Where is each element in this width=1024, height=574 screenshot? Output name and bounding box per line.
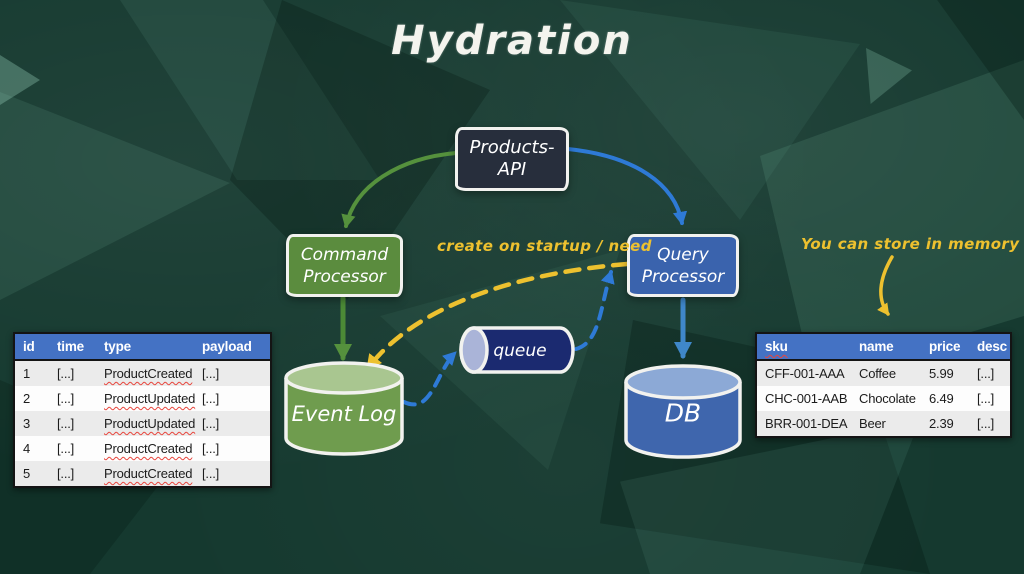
cell-id: 1 [23, 366, 31, 381]
cell-type: ProductCreated [104, 466, 193, 481]
cell-name: Coffee [859, 366, 896, 381]
column-header-type: type [96, 333, 194, 361]
arrow-api-to-command-processor [341, 151, 458, 229]
diagram-title: Hydration [391, 18, 633, 64]
cell-time: [...] [57, 366, 75, 381]
table-row: 4 [...] ProductCreated [...] [14, 436, 271, 461]
cell-id: 3 [23, 416, 31, 431]
db-label: DB [664, 398, 702, 428]
column-header-name: name [851, 333, 921, 361]
cell-price: 2.39 [929, 416, 954, 431]
queue-cylinder-end [459, 326, 489, 374]
cell-type: ProductUpdated [104, 416, 196, 431]
arrow-api-to-query-processor [566, 147, 688, 226]
cell-payload: [...] [202, 366, 220, 381]
column-header-price: price [921, 333, 969, 361]
table-row: 2 [...] ProductUpdated [...] [14, 386, 271, 411]
cell-id: 5 [23, 466, 31, 481]
column-header-desc: desc [969, 333, 1011, 361]
table-header-row: id time type payload [14, 333, 271, 361]
cell-name: Chocolate [859, 391, 916, 406]
cell-desc: [...] [977, 366, 995, 381]
queue-label: queue [493, 341, 547, 361]
node-label: Processor [303, 266, 386, 287]
cell-price: 5.99 [929, 366, 954, 381]
cell-time: [...] [57, 416, 75, 431]
table-row: 3 [...] ProductUpdated [...] [14, 411, 271, 436]
node-command-processor: Command Processor [286, 234, 403, 297]
cell-id: 4 [23, 441, 31, 456]
arrow-query-processor-to-event-log-dashed [365, 261, 630, 371]
node-label: API [497, 159, 527, 180]
cell-price: 6.49 [929, 391, 954, 406]
cell-name: Beer [859, 416, 886, 431]
cell-type: ProductCreated [104, 366, 193, 381]
column-header-time: time [49, 333, 96, 361]
event-log-cylinder-top [284, 361, 404, 395]
cell-payload: [...] [202, 466, 220, 481]
node-label: Products- [469, 137, 555, 158]
cell-payload: [...] [202, 441, 220, 456]
cell-payload: [...] [202, 391, 220, 406]
node-label: Query [657, 244, 709, 265]
cell-time: [...] [57, 466, 75, 481]
column-header-payload: payload [194, 333, 271, 361]
cell-time: [...] [57, 441, 75, 456]
db-cylinder-top [624, 364, 742, 400]
arrow-event-log-to-queue-dashed [402, 351, 457, 407]
product-table: sku name price desc CFF-001-AAA Coffee 5… [755, 332, 1012, 438]
cell-time: [...] [57, 391, 75, 406]
table-row: CHC-001-AAB Chocolate 6.49 [...] [756, 386, 1011, 411]
table-row: 1 [...] ProductCreated [...] [14, 360, 271, 386]
column-header-id: id [14, 333, 49, 361]
event-log-label: Event Log [291, 402, 397, 426]
cell-sku: CFF-001-AAA [765, 366, 845, 381]
arrow-queue-to-query-processor-dashed [574, 269, 615, 351]
annotation-create-on-startup: create on startup / need [437, 237, 652, 255]
event-log-cylinder-body [284, 378, 404, 456]
cell-sku: CHC-001-AAB [765, 391, 848, 406]
table-row: BRR-001-DEA Beer 2.39 [...] [756, 411, 1011, 437]
cell-type: ProductCreated [104, 441, 193, 456]
table-header-row: sku name price desc [756, 333, 1011, 361]
cell-desc: [...] [977, 416, 995, 431]
node-label: Command [300, 244, 389, 265]
annotation-store-in-memory: You can store in memory [801, 235, 1020, 253]
node-label: Processor [641, 266, 725, 287]
db-cylinder-body [624, 382, 742, 459]
cell-payload: [...] [202, 416, 220, 431]
cell-id: 2 [23, 391, 31, 406]
arrow-annotation-to-product-table [877, 255, 894, 316]
node-products-api: Products- API [455, 127, 569, 191]
cell-type: ProductUpdated [104, 391, 196, 406]
column-header-sku: sku [756, 333, 851, 361]
table-row: CFF-001-AAA Coffee 5.99 [...] [756, 360, 1011, 386]
node-query-processor: Query Processor [627, 234, 739, 297]
event-log-table: id time type payload 1 [...] ProductCrea… [13, 332, 272, 488]
cell-sku: BRR-001-DEA [765, 416, 848, 431]
table-row: 5 [...] ProductCreated [...] [14, 461, 271, 487]
cell-desc: [...] [977, 391, 995, 406]
